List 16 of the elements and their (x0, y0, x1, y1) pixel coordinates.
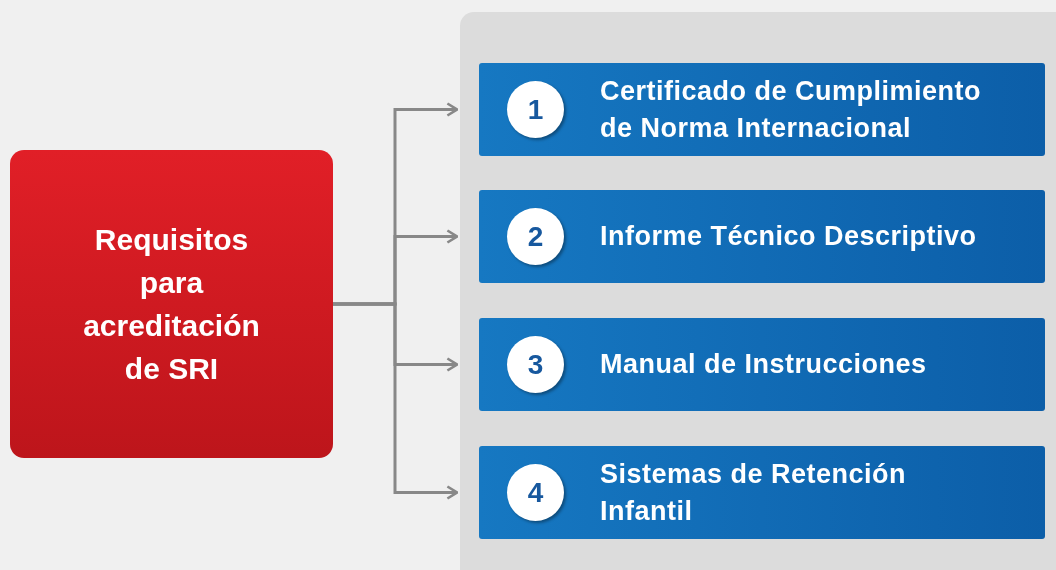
number-badge: 2 (507, 208, 564, 265)
requirement-text: Informe Técnico Descriptivo (600, 220, 978, 253)
panel-background (460, 12, 1056, 570)
requirement-box (479, 446, 1045, 539)
title-box (10, 150, 333, 458)
requirement-box (479, 190, 1045, 283)
number-badge: 3 (507, 336, 564, 393)
box-title: Requisitos para acreditación de SRI (82, 222, 261, 387)
number-badge: 4 (507, 464, 564, 521)
requirement-text: Sistemas de Retención Infantil (600, 457, 908, 528)
requirement-text: Manual de Instrucciones (600, 348, 928, 381)
requirement-text: Certificado de Cumplimiento de Norma Internacional (600, 74, 983, 145)
number-badge: 1 (507, 81, 564, 138)
arrow (333, 302, 459, 500)
requirement-box (479, 318, 1045, 411)
requirement-box (479, 63, 1045, 156)
